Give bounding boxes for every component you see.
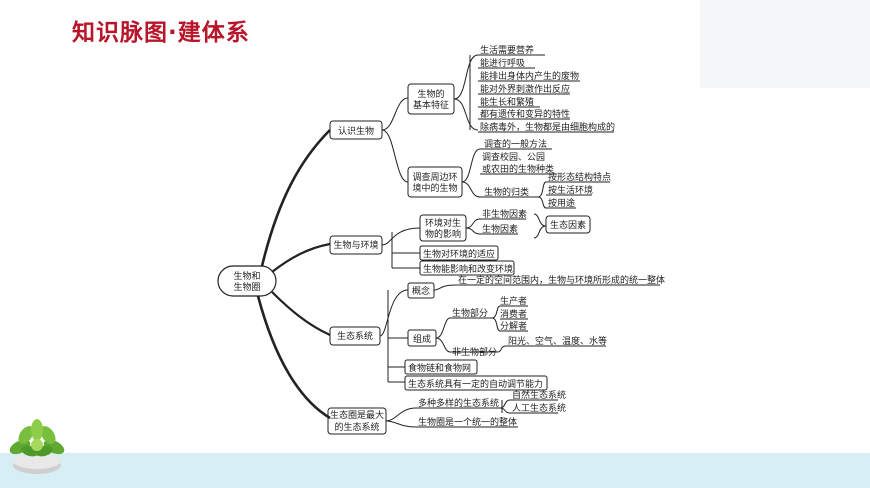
survey-method: 调查的一般方法: [484, 138, 547, 150]
survey-title-1: 调查周边环: [412, 171, 457, 183]
footer-band: [0, 453, 870, 488]
eco-type: 自然生态系统: [512, 389, 566, 401]
root-label-1: 生物和: [233, 270, 260, 282]
survey-title-2: 境中的生物: [412, 182, 457, 194]
concept-box: 概念: [412, 285, 430, 297]
succulent-plant-icon: [9, 419, 65, 474]
feature-item: 都有遗传和变异的特性: [480, 108, 570, 120]
branch-bio-env: 生物与环境: [333, 239, 378, 251]
biotic-item: 生产者: [500, 295, 527, 307]
abiotic-items: 阳光、空气、温度、水等: [508, 335, 607, 347]
classify-way: 按形态结构特点: [548, 171, 611, 183]
feature-item: 除病毒外，生物都是由细胞构成的: [480, 121, 615, 133]
food-chain-box: 食物链和食物网: [408, 362, 471, 374]
feature-item: 生活需要营养: [480, 44, 534, 56]
biotic-item: 消费者: [500, 308, 527, 320]
env-effect-2: 物的影响: [425, 228, 461, 240]
features-title-1: 生物的: [417, 88, 444, 100]
classify-way: 按生活环境: [548, 184, 593, 196]
features-title-2: 基本特征: [413, 99, 449, 111]
adapt-box: 生物对环境的适应: [423, 248, 495, 260]
survey-scope-2: 或农田的生物种类: [482, 163, 554, 175]
page-title: 知识脉图·建体系: [72, 20, 250, 46]
abiotic-label: 非生物部分: [452, 346, 497, 358]
composition-box: 组成: [413, 333, 431, 345]
env-effect-1: 环境对生: [425, 217, 461, 229]
influence-box: 生物能影响和改变环境: [423, 263, 513, 275]
branch-ecosystem: 生态系统: [337, 330, 373, 342]
root-node-box: [217, 265, 277, 297]
factor-item: 生物因素: [482, 223, 518, 235]
feature-item: 能排出身体内产生的废物: [480, 70, 579, 82]
eco-factor-box: 生态因素: [550, 219, 586, 231]
feature-item: 能生长和繁殖: [480, 96, 534, 108]
survey-scope-1: 调查校园、公园: [482, 151, 545, 163]
classify-way: 按用途: [548, 197, 575, 209]
whole-label: 生物圈是一个统一的整体: [418, 416, 517, 428]
biotic-item: 分解者: [500, 320, 527, 332]
classify-label: 生物的归类: [484, 186, 529, 198]
branch-know-living: 认识生物: [338, 125, 374, 137]
branch-biosphere-1: 生态圈是最大: [330, 409, 384, 421]
feature-item: 能对外界刺激作出反应: [480, 83, 570, 95]
biotic-label: 生物部分: [452, 307, 488, 319]
self-regulate-box: 生态系统具有一定的自动调节能力: [408, 378, 543, 390]
eco-type: 人工生态系统: [512, 402, 566, 414]
branch-biosphere-2: 的生态系统: [334, 421, 379, 433]
feature-item: 能进行呼吸: [480, 57, 525, 69]
corner-shade: [700, 0, 870, 88]
root-label-2: 生物圈: [233, 281, 260, 293]
concept-text: 在一定的空间范围内，生物与环境所形成的统一整体: [458, 274, 665, 286]
factor-item: 非生物因素: [482, 208, 527, 220]
diverse-label: 多种多样的生态系统: [418, 397, 499, 409]
